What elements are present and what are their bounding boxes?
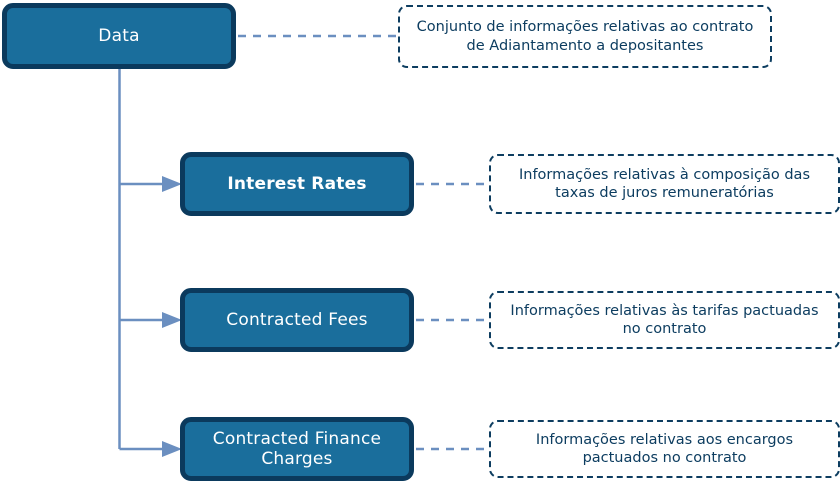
arrowhead-finance-charges [162, 441, 182, 457]
note-data-text: Conjunto de informações relativas ao con… [416, 19, 754, 54]
node-interest-rates-label: Interest Rates [227, 173, 367, 194]
note-finance-charges: Informações relativas aos encargos pactu… [489, 420, 840, 478]
note-contracted-fees: Informações relativas às tarifas pactuad… [489, 291, 840, 349]
node-data-label: Data [98, 25, 140, 46]
node-contracted-fees-label: Contracted Fees [226, 309, 368, 330]
arrowhead-interest-rates [162, 176, 182, 192]
node-data[interactable]: Data [2, 3, 236, 69]
note-finance-charges-text: Informações relativas aos encargos pactu… [535, 431, 794, 466]
node-finance-charges[interactable]: Contracted Finance Charges [180, 417, 414, 481]
note-contracted-fees-text: Informações relativas às tarifas pactuad… [510, 302, 819, 337]
node-interest-rates[interactable]: Interest Rates [180, 152, 414, 216]
arrowhead-contracted-fees [162, 312, 182, 328]
note-interest-rates: Informações relativas à composição das t… [489, 154, 840, 214]
node-finance-charges-label: Contracted Finance Charges [212, 428, 382, 469]
note-interest-rates-text: Informações relativas à composição das t… [518, 166, 810, 201]
note-data: Conjunto de informações relativas ao con… [398, 5, 772, 68]
node-contracted-fees[interactable]: Contracted Fees [180, 288, 414, 352]
